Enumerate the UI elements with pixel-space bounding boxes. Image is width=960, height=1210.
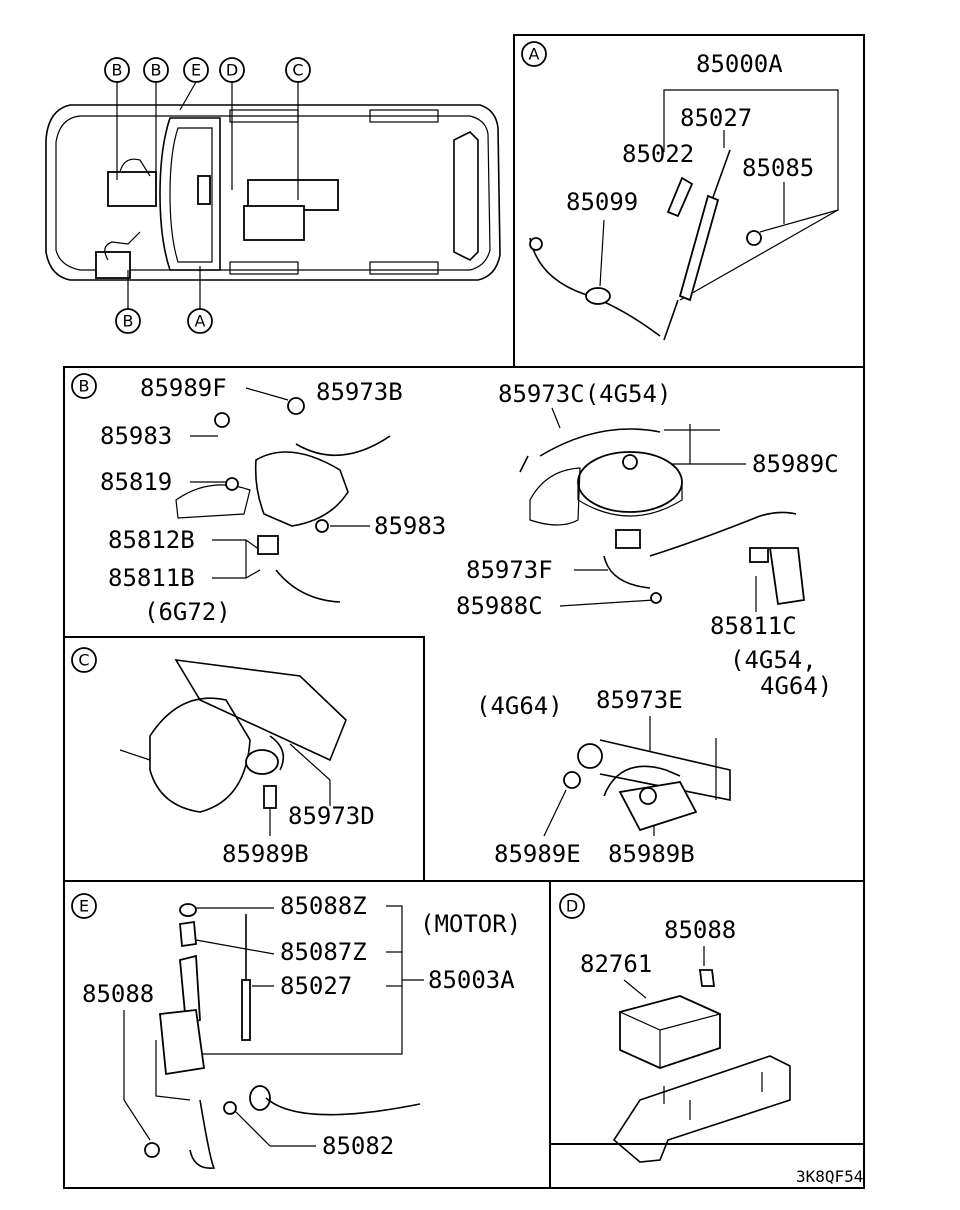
section-b-right: 85973C(4G54) 85989C 85973F 85988C 85811C… <box>456 380 839 700</box>
svg-text:85085: 85085 <box>742 154 814 182</box>
svg-text:85088: 85088 <box>664 916 736 944</box>
svg-text:85027: 85027 <box>680 104 752 132</box>
figure-code: 3K8QF54 <box>796 1167 863 1186</box>
svg-text:C: C <box>78 651 89 670</box>
svg-text:4G64): 4G64) <box>760 672 832 700</box>
svg-text:85973B: 85973B <box>316 378 403 406</box>
section-e: E 85088Z (MOTOR) 85087Z 85003A 85027 850… <box>71 892 521 1169</box>
svg-text:85983: 85983 <box>100 422 172 450</box>
section-d: D 85088 82761 <box>559 893 791 1163</box>
svg-text:B: B <box>123 312 134 331</box>
svg-text:B: B <box>79 377 90 396</box>
svg-text:85022: 85022 <box>622 140 694 168</box>
svg-text:D: D <box>226 61 238 80</box>
vehicle-overview <box>45 104 501 281</box>
svg-text:85973C(4G54): 85973C(4G54) <box>498 380 671 408</box>
svg-text:85811C: 85811C <box>710 612 797 640</box>
svg-text:85000A: 85000A <box>696 50 783 78</box>
svg-text:A: A <box>529 45 540 64</box>
svg-text:85989E: 85989E <box>494 840 581 868</box>
svg-text:(MOTOR): (MOTOR) <box>420 910 521 938</box>
svg-text:85003A: 85003A <box>428 966 515 994</box>
svg-text:B: B <box>151 61 162 80</box>
svg-text:85973F: 85973F <box>466 556 553 584</box>
svg-text:85989B: 85989B <box>222 840 309 868</box>
svg-text:85989B: 85989B <box>608 840 695 868</box>
svg-text:85988C: 85988C <box>456 592 543 620</box>
svg-text:85983: 85983 <box>374 512 446 540</box>
svg-text:85088Z: 85088Z <box>280 892 367 920</box>
svg-text:85811B: 85811B <box>108 564 195 592</box>
panel-frames <box>63 34 865 1189</box>
overview-callouts: B B E D C B A <box>104 57 311 334</box>
section-c: C 85973D 85989B <box>71 647 375 868</box>
svg-text:85989C: 85989C <box>752 450 839 478</box>
svg-text:85087Z: 85087Z <box>280 938 367 966</box>
svg-text:85973E: 85973E <box>596 686 683 714</box>
svg-text:85027: 85027 <box>280 972 352 1000</box>
section-b: B 85989F 85973B 85983 85819 85983 85812B… <box>71 373 446 626</box>
svg-text:85812B: 85812B <box>108 526 195 554</box>
svg-text:85082: 85082 <box>322 1132 394 1160</box>
svg-text:85973D: 85973D <box>288 802 375 830</box>
svg-text:E: E <box>79 897 89 916</box>
section-b-lower: (4G64) 85973E 85989E 85989B <box>476 686 731 868</box>
svg-text:B: B <box>112 61 123 80</box>
svg-text:D: D <box>566 897 578 916</box>
svg-text:E: E <box>191 61 201 80</box>
svg-text:85819: 85819 <box>100 468 172 496</box>
svg-text:A: A <box>195 312 206 331</box>
svg-text:85989F: 85989F <box>140 374 227 402</box>
svg-text:85088: 85088 <box>82 980 154 1008</box>
svg-text:85099: 85099 <box>566 188 638 216</box>
svg-text:(4G54,: (4G54, <box>730 646 817 674</box>
svg-text:C: C <box>292 61 303 80</box>
section-a: A 85000A 85027 85022 85085 85099 <box>521 41 839 341</box>
svg-text:(6G72): (6G72) <box>144 598 231 626</box>
svg-text:(4G64): (4G64) <box>476 692 563 720</box>
svg-text:82761: 82761 <box>580 950 652 978</box>
